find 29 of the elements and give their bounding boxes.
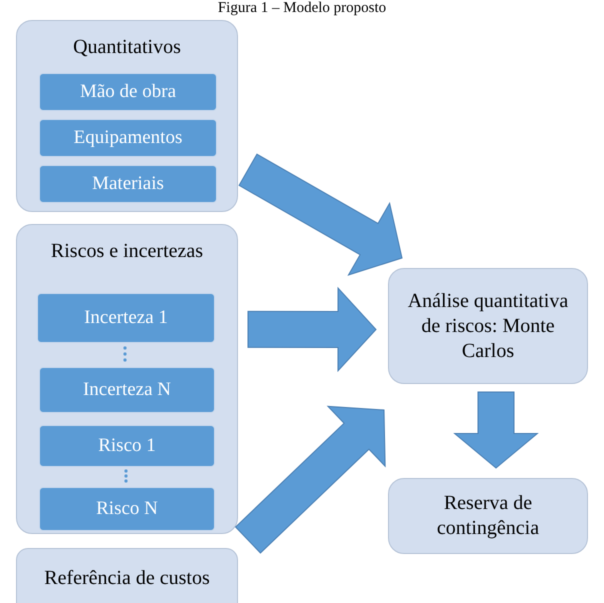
figure-title: Figura 1 – Modelo proposto (216, 0, 388, 16)
item-box (39, 425, 215, 467)
process-box (16, 548, 238, 603)
group-heading: Quantitativos (72, 35, 182, 60)
box-label: Materiais (91, 172, 165, 196)
item-box (39, 119, 217, 157)
group-panel (16, 224, 238, 534)
item-box (39, 165, 217, 203)
block-arrow (234, 406, 386, 554)
block-arrow (453, 392, 539, 469)
box-label: Reserva de contingência (436, 491, 540, 541)
box-label: Referência de custos (43, 566, 211, 591)
process-box (388, 268, 588, 384)
process-box (388, 478, 588, 554)
item-box (39, 367, 215, 413)
box-label: Risco N (95, 497, 159, 521)
item-box (39, 73, 217, 111)
block-arrow (238, 153, 403, 276)
box-label: Análise quantitativa de riscos: Monte Carlos (406, 288, 570, 364)
group-heading: Riscos e incertezas (50, 239, 204, 264)
box-label: Incerteza 1 (83, 306, 169, 330)
box-label: Equipamentos (72, 126, 184, 150)
block-arrow (247, 286, 377, 372)
item-box (39, 487, 215, 531)
box-label: Incerteza N (82, 378, 172, 402)
item-box (37, 293, 215, 343)
box-label: Risco 1 (97, 434, 157, 458)
box-label: Mão de obra (78, 80, 178, 104)
group-panel (16, 20, 238, 212)
